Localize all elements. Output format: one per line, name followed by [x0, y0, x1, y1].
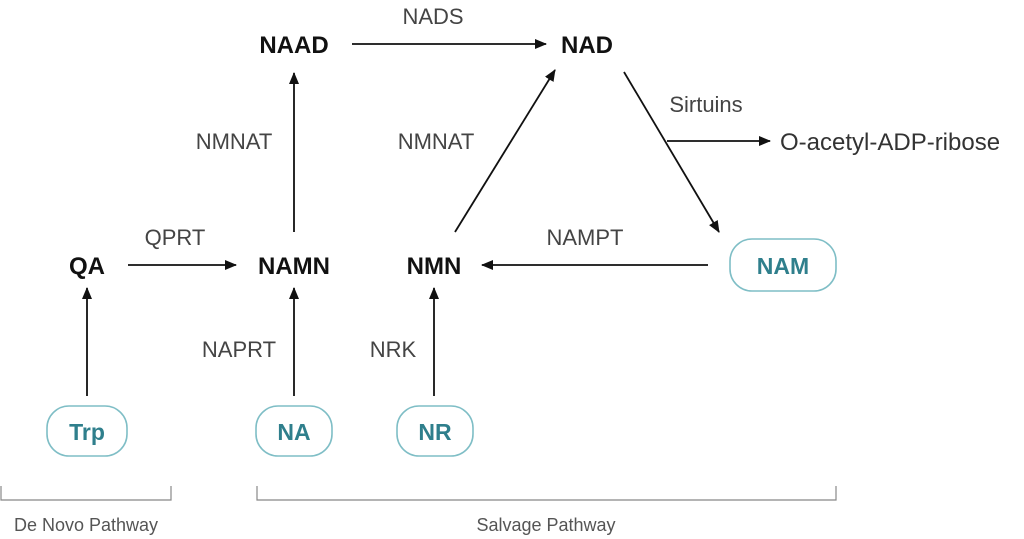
enzyme-nampt: NAMPT [547, 225, 624, 250]
pill-na-label: NA [277, 419, 310, 445]
label-salvage-pathway: Salvage Pathway [476, 515, 615, 535]
node-nad: NAD [561, 32, 613, 59]
pill-nam-label: NAM [757, 253, 809, 279]
edge-nad-to-nam [623, 71, 720, 233]
pill-nr: NR [396, 405, 474, 457]
pill-trp: Trp [46, 405, 128, 457]
bracket-de-novo [0, 486, 172, 501]
edge-nmn-to-nad [454, 69, 556, 233]
label-de-novo-pathway: De Novo Pathway [14, 515, 158, 535]
enzyme-qprt: QPRT [145, 225, 206, 250]
enzyme-nads: NADS [402, 4, 463, 29]
pill-nr-label: NR [418, 419, 452, 445]
enzyme-nmnat-left: NMNAT [196, 129, 273, 154]
bracket-salvage [256, 486, 837, 501]
enzyme-naprt: NAPRT [202, 337, 276, 362]
pill-na: NA [255, 405, 333, 457]
product-o-acetyl-adp-ribose: O-acetyl-ADP-ribose [780, 129, 1000, 156]
pill-trp-label: Trp [69, 419, 105, 445]
node-nmn: NMN [407, 253, 462, 280]
enzyme-nrk: NRK [370, 337, 417, 362]
enzyme-sirtuins: Sirtuins [669, 92, 742, 117]
pill-nam: NAM [729, 238, 837, 292]
node-naad: NAAD [259, 32, 328, 59]
node-namn: NAMN [258, 253, 330, 280]
node-qa: QA [69, 253, 105, 280]
enzyme-nmnat-right: NMNAT [398, 129, 475, 154]
